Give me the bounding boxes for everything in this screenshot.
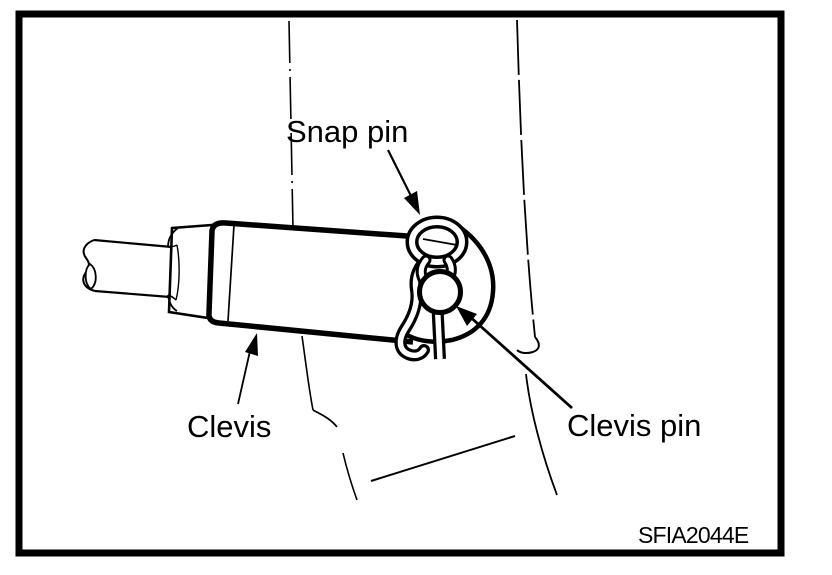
snap-pin-loop-core <box>409 219 465 265</box>
figure-code: SFIA2044E <box>638 522 749 548</box>
snap-pin-arrowhead <box>404 191 420 215</box>
arm-diagonal-line <box>370 435 516 482</box>
centerline-lower-a <box>301 335 314 411</box>
clevis-pin-arrowhead <box>456 306 477 326</box>
snap-pin-label: Snap pin <box>286 114 408 149</box>
snap-pin <box>394 215 496 362</box>
clevis-end-face-line <box>227 224 235 322</box>
pedal-arm-lines <box>288 19 558 501</box>
clevis-arrowhead <box>245 333 258 356</box>
lock-nut <box>167 223 214 320</box>
rod-bottom-line <box>94 289 171 299</box>
rod-top-line <box>93 238 173 249</box>
rod-break-lens <box>84 262 97 291</box>
clevis-callout: Clevis <box>187 333 271 444</box>
figure-border <box>15 10 785 557</box>
clevis-leader-line <box>237 350 251 405</box>
nut-chamfer-top <box>167 227 179 248</box>
clevis-outline <box>206 220 414 345</box>
nut-chamfer-bottom <box>167 294 178 312</box>
centerline-lower-b <box>342 452 358 501</box>
clevis-pin-head <box>417 269 463 315</box>
clevis-pin-callout: Clevis pin <box>456 306 701 443</box>
arm-edge-right-lower <box>525 373 558 496</box>
arm-break-hook-right <box>516 336 540 355</box>
nut-outline <box>167 223 214 320</box>
clevis-pin-label: Clevis pin <box>567 408 701 443</box>
clevis-edge-through-loop <box>422 238 458 246</box>
arm-break-hook-left <box>312 409 338 428</box>
pushrod <box>82 238 173 299</box>
snap-pin-leader-line <box>387 149 412 197</box>
clevis-body <box>206 220 458 345</box>
snap-pin-left-leg-core <box>397 257 429 359</box>
centerline-upper <box>288 20 294 230</box>
snap-pin-wrap-arc <box>406 223 496 344</box>
snap-pin-callout: Snap pin <box>286 114 420 215</box>
nut-facet-line <box>175 244 180 301</box>
clevis-pin-leader-line <box>467 313 573 410</box>
clevis-label: Clevis <box>187 409 271 444</box>
arm-edge-right-upper <box>516 19 536 338</box>
